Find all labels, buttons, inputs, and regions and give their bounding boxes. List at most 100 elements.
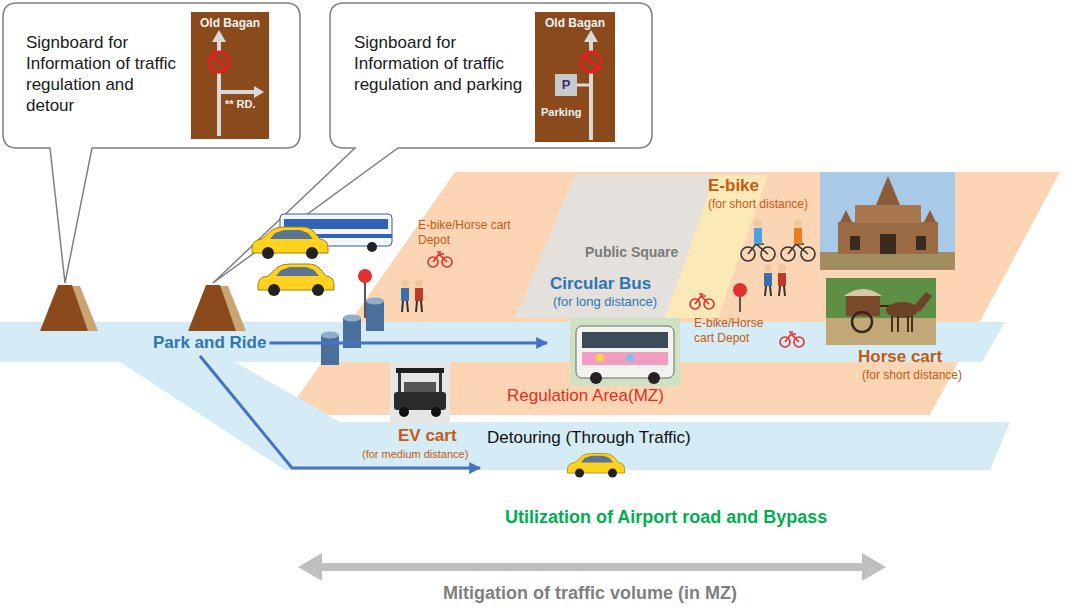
bollard-part: [366, 301, 384, 331]
sign-stand: [40, 285, 246, 331]
horse-cart-photo: [826, 278, 936, 345]
node-title: Park and Ride: [153, 332, 266, 354]
ev-cart-photo-part: [399, 407, 409, 417]
pedestrian-part: [415, 288, 423, 301]
pedestrian-part: [415, 279, 423, 287]
sign-text: Old Bagan: [535, 16, 615, 30]
pedestrian-part: [778, 264, 786, 272]
ev-cart-photo-part: [390, 362, 450, 424]
callout-text: Signboard for Information of traffic reg…: [26, 32, 186, 116]
public-square-area: [515, 175, 768, 318]
circular-bus-photo-part: [570, 318, 680, 386]
sign-arrow-part: [584, 30, 598, 42]
pedestrian-part: [401, 279, 409, 287]
mode-note: (for medium distance): [362, 447, 468, 461]
temple-photo-part: [850, 236, 860, 250]
ev-cart-photo-part: [404, 382, 436, 392]
node-note: (for long distance): [553, 294, 657, 310]
sign-text: Old Bagan: [191, 16, 269, 30]
horse-cart-photo-part: [852, 312, 872, 332]
node-title: Circular Bus: [550, 274, 651, 294]
bollard-part: [343, 315, 361, 322]
pedestrian-part: [407, 301, 408, 312]
pedestrian-part: [416, 301, 417, 312]
car-icon-part: [306, 247, 318, 259]
temple-photo-part: [876, 176, 900, 205]
public-square-area-part: [665, 175, 768, 318]
circular-bus-node: Circular Bus(for long distance): [547, 272, 692, 392]
cyclist-part: [754, 219, 762, 227]
callout-bubble-shape-part: [213, 3, 652, 283]
car-icon-part: [581, 456, 613, 463]
temple-photo-part: [855, 205, 921, 223]
mode-note: (for short distance): [862, 368, 962, 383]
e-bike-icon-part: [695, 294, 709, 304]
no-entry-symbol-part: [209, 52, 229, 72]
car-icon-part: [262, 247, 274, 259]
circular-bus-photo-part: [596, 354, 604, 362]
effect-label: Mitigation of traffic volume (in MZ): [380, 582, 800, 604]
mode-label: E-bike: [708, 176, 759, 196]
ev-cart-photo-part: [439, 373, 442, 395]
sign-arrow-part: [212, 30, 226, 42]
pedestrian: [401, 264, 786, 312]
ev-cart-photo-part: [398, 373, 401, 395]
temple-photo-part: [880, 234, 896, 254]
pedestrian-part: [401, 288, 409, 301]
car-icon-part: [258, 264, 334, 290]
bollard: [321, 298, 384, 366]
mitigation-double-arrow-part: [298, 553, 886, 581]
circular-bus-photo-part: [582, 332, 668, 348]
horse-cart-photo-part: [891, 316, 893, 332]
parking-symbol: P: [555, 74, 577, 96]
bus-stop-pole-part: [364, 280, 366, 318]
horse-cart-photo-part: [826, 278, 936, 345]
mitigation-double-arrow: [298, 553, 886, 581]
horse-cart-photo-part: [844, 289, 882, 296]
car-icon-part: [270, 230, 313, 239]
bus-icon-part: [367, 242, 377, 252]
car-icon-part: [608, 469, 617, 478]
callout-text: Signboard for Information of traffic reg…: [354, 32, 529, 95]
mode-label: EV cart: [398, 426, 457, 446]
sign-text: ** RD.: [225, 98, 256, 111]
bus-stop-pole-part: [358, 269, 372, 283]
temple-photo-part: [916, 236, 926, 250]
temple-photo-part: [820, 172, 955, 270]
temple-photo-part: [840, 210, 852, 222]
cyclist-part: [748, 244, 768, 254]
temple-photo: [820, 172, 955, 270]
road-band-part: [285, 422, 1010, 470]
signboard-panel-part: [191, 12, 269, 139]
pedestrian-part: [764, 273, 772, 286]
car-icon-part: [276, 267, 319, 276]
horse-cart-photo-part: [914, 292, 932, 312]
car-icon-part: [568, 454, 625, 474]
car-icon-part: [268, 284, 280, 296]
depot-label: E-bike/Horse cart Depot: [694, 316, 774, 346]
horse-cart-photo-part: [826, 318, 936, 345]
pedestrian-part: [421, 301, 422, 312]
cyclist-part: [788, 244, 808, 254]
signboard-panel-part: [535, 12, 615, 142]
car-icon-part: [252, 227, 328, 253]
pedestrian-part: [770, 286, 771, 296]
car-icon: [568, 454, 625, 478]
horse-cart-photo-part: [907, 316, 909, 332]
detour-road: Detouring (Through Traffic)Utilization o…: [480, 424, 1000, 532]
e-bike-icon: [428, 252, 804, 347]
signboard-panel: [191, 12, 615, 142]
e-bike-icon-part: [433, 252, 447, 262]
road-heading: Utilization of Airport road and Bypass: [505, 506, 827, 528]
horse-cart-photo-part: [886, 302, 918, 318]
car-icon: [252, 227, 328, 259]
flow-arrow: [269, 342, 547, 345]
sign-board: Old BaganPParking: [535, 12, 615, 142]
mode-note: (for short distance): [708, 197, 808, 212]
sign-stand-part: [40, 285, 88, 331]
circular-bus-photo-part: [626, 354, 634, 362]
bollard-part: [321, 332, 339, 339]
connector-group: [200, 343, 547, 468]
